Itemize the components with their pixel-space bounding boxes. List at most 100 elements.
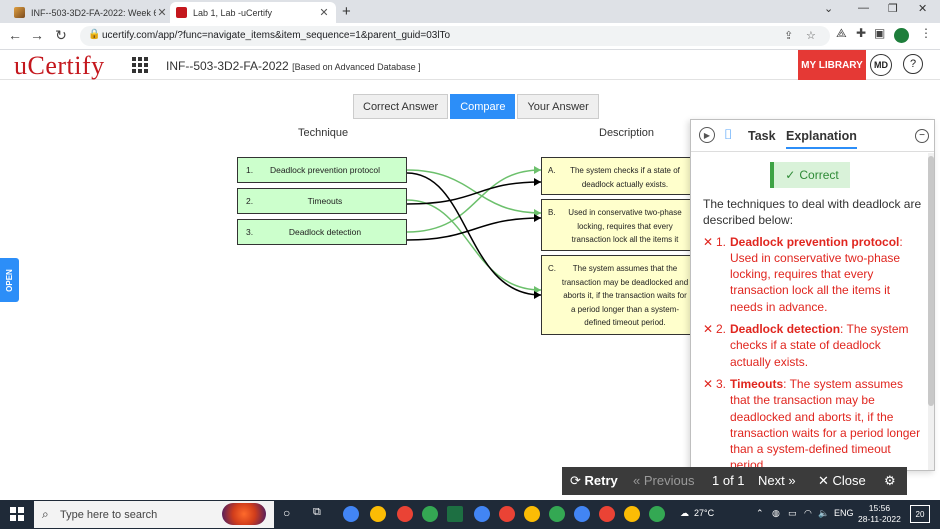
description-item[interactable]: A. The system checks if a state of deadl… [541,157,691,195]
back-arrow-icon[interactable]: ← [8,27,22,43]
browser-tab-lab[interactable]: Lab 1, Lab -uCertify ✕ [170,2,336,23]
technique-item[interactable]: 1. Deadlock prevention protocol [237,157,407,183]
puzzle-icon[interactable]: ✚ [856,26,867,40]
chrome-app-icon[interactable] [599,506,615,522]
volume-icon[interactable]: 🔈 [818,508,830,518]
retry-icon: ⟳ [570,473,581,488]
search-placeholder: Type here to search [60,508,158,521]
course-title: INF--503-3D2-FA-2022 [Based on Advanced … [166,59,421,73]
tab-explanation[interactable]: Explanation [786,129,857,149]
description-header: Description [599,127,655,139]
tray-chevron-icon[interactable]: ⌃ [756,508,764,518]
reload-icon[interactable]: ↻ [55,27,67,43]
settings-gear-icon[interactable]: ⚙ [884,473,896,488]
collapse-icon[interactable]: − [915,129,929,143]
item-description: : The system assumes that the transactio… [730,376,921,471]
open-label: OPEN [5,268,15,292]
description-letter: A. [548,166,556,175]
your-answer-button[interactable]: Your Answer [517,94,599,119]
apps-grid-icon[interactable] [132,57,148,73]
description-item[interactable]: C. The system assumes that the transacti… [541,255,691,335]
notification-center-icon[interactable]: 20 [910,505,930,523]
result-badge: ✓ Correct [770,162,850,188]
bookmark-star-icon[interactable]: ☆ [806,30,816,42]
correct-line-2-c [406,199,542,291]
chrome-app-icon[interactable] [499,506,515,522]
search-highlight-icon [222,503,266,525]
item-number: 3. [716,376,727,391]
item-term: Deadlock detection [730,322,841,337]
restore-icon[interactable]: ❐ [888,3,898,15]
excel-app-icon[interactable] [447,506,463,522]
close-tab-icon[interactable]: ✕ [319,7,329,19]
tab-task[interactable]: Task [748,129,776,143]
sidebar-icon[interactable]: ▣ [874,26,886,40]
my-library-button[interactable]: MY LIBRARY [798,50,866,80]
chrome-app-icon[interactable] [574,506,590,522]
panel-scroll-thumb[interactable] [928,156,934,406]
minimize-icon[interactable]: — [858,2,869,14]
chrome-app-icon[interactable] [397,506,413,522]
forward-arrow-icon[interactable]: → [30,27,44,43]
chrome-app-icon[interactable] [474,506,490,522]
browser-tab-bar: INF--503-3D2-FA-2022: Week 6 | ✕ Lab 1, … [0,0,940,23]
item-number: 2. [716,322,727,337]
wifi-icon[interactable]: ◠ [804,508,812,518]
task-view-icon[interactable]: ⧉ [313,506,321,518]
chrome-app-icon[interactable] [649,506,665,522]
url-text: ucertify.com/app/?func=navigate_items&it… [102,30,451,41]
language-indicator[interactable]: ENG [834,508,854,518]
address-input[interactable]: 🔒 ucertify.com/app/?func=navigate_items&… [80,26,830,46]
correct-answer-button[interactable]: Correct Answer [353,94,449,119]
description-item[interactable]: B. Used in conservative two-phase lockin… [541,199,691,251]
search-icon: ⌕ [42,507,49,521]
extension-icon[interactable]: ⟁ [836,26,847,40]
bookmark-icon[interactable]: ⌷ [724,126,733,142]
explanation-item: ✕ 3. Timeouts: The system assumes that t… [703,376,923,471]
arrow-head-icon [534,291,541,299]
browser-tab-course[interactable]: INF--503-3D2-FA-2022: Week 6 | ✕ [8,2,174,23]
windows-start-icon[interactable] [10,507,24,521]
item-term: Deadlock prevention protocol [730,234,900,249]
cortana-icon[interactable]: ○ [283,506,291,520]
explanation-item: ✕ 1. Deadlock prevention protocol: Used … [703,234,923,315]
chevron-down-icon[interactable]: ⌄ [824,3,834,15]
cross-icon: ✕ [703,234,714,249]
tab-title: INF--503-3D2-FA-2022: Week 6 | [31,7,156,18]
network-icon[interactable]: ◍ [772,508,780,518]
share-icon[interactable]: ⇪ [784,30,794,42]
compare-button[interactable]: Compare [450,94,516,119]
new-tab-icon[interactable]: + [342,3,351,20]
previous-button[interactable]: « Previous [633,473,695,488]
technique-item[interactable]: 2. Timeouts [237,188,407,214]
cross-icon: ✕ [703,376,714,391]
weather-icon[interactable]: ☁ [680,508,689,518]
menu-dots-icon[interactable]: ⋮ [920,26,932,40]
system-clock[interactable]: 15:56 28-11-2022 [858,503,901,525]
battery-icon[interactable]: ▭ [788,508,797,518]
profile-avatar-icon[interactable] [894,28,909,43]
play-icon[interactable]: ▶ [699,127,715,143]
open-sidebar-tab[interactable]: OPEN [0,258,19,302]
next-button[interactable]: Next » [758,473,796,488]
chrome-app-icon[interactable] [524,506,540,522]
close-tab-icon[interactable]: ✕ [157,7,167,19]
ucertify-logo[interactable]: uCertify [14,51,105,80]
arrow-head-icon [534,178,541,186]
close-button[interactable]: ✕ Close [818,473,866,488]
retry-button[interactable]: ⟳ Retry [570,473,618,488]
user-avatar[interactable]: MD [870,54,892,76]
chrome-app-icon[interactable] [624,506,640,522]
chrome-app-icon[interactable] [549,506,565,522]
app-header: uCertify INF--503-3D2-FA-2022 [Based on … [0,50,940,80]
chrome-app-icon[interactable] [343,506,359,522]
window-close-icon[interactable]: ✕ [918,3,928,15]
help-icon[interactable]: ? [903,54,923,74]
ucertify-favicon-icon [176,7,187,18]
panel-header: ▶ ⌷ Task Explanation − [691,120,934,152]
double-chevron-left-icon: « [633,473,641,488]
chrome-app-icon[interactable] [370,506,386,522]
technique-item[interactable]: 3. Deadlock detection [237,219,407,245]
chrome-app-icon[interactable] [422,506,438,522]
